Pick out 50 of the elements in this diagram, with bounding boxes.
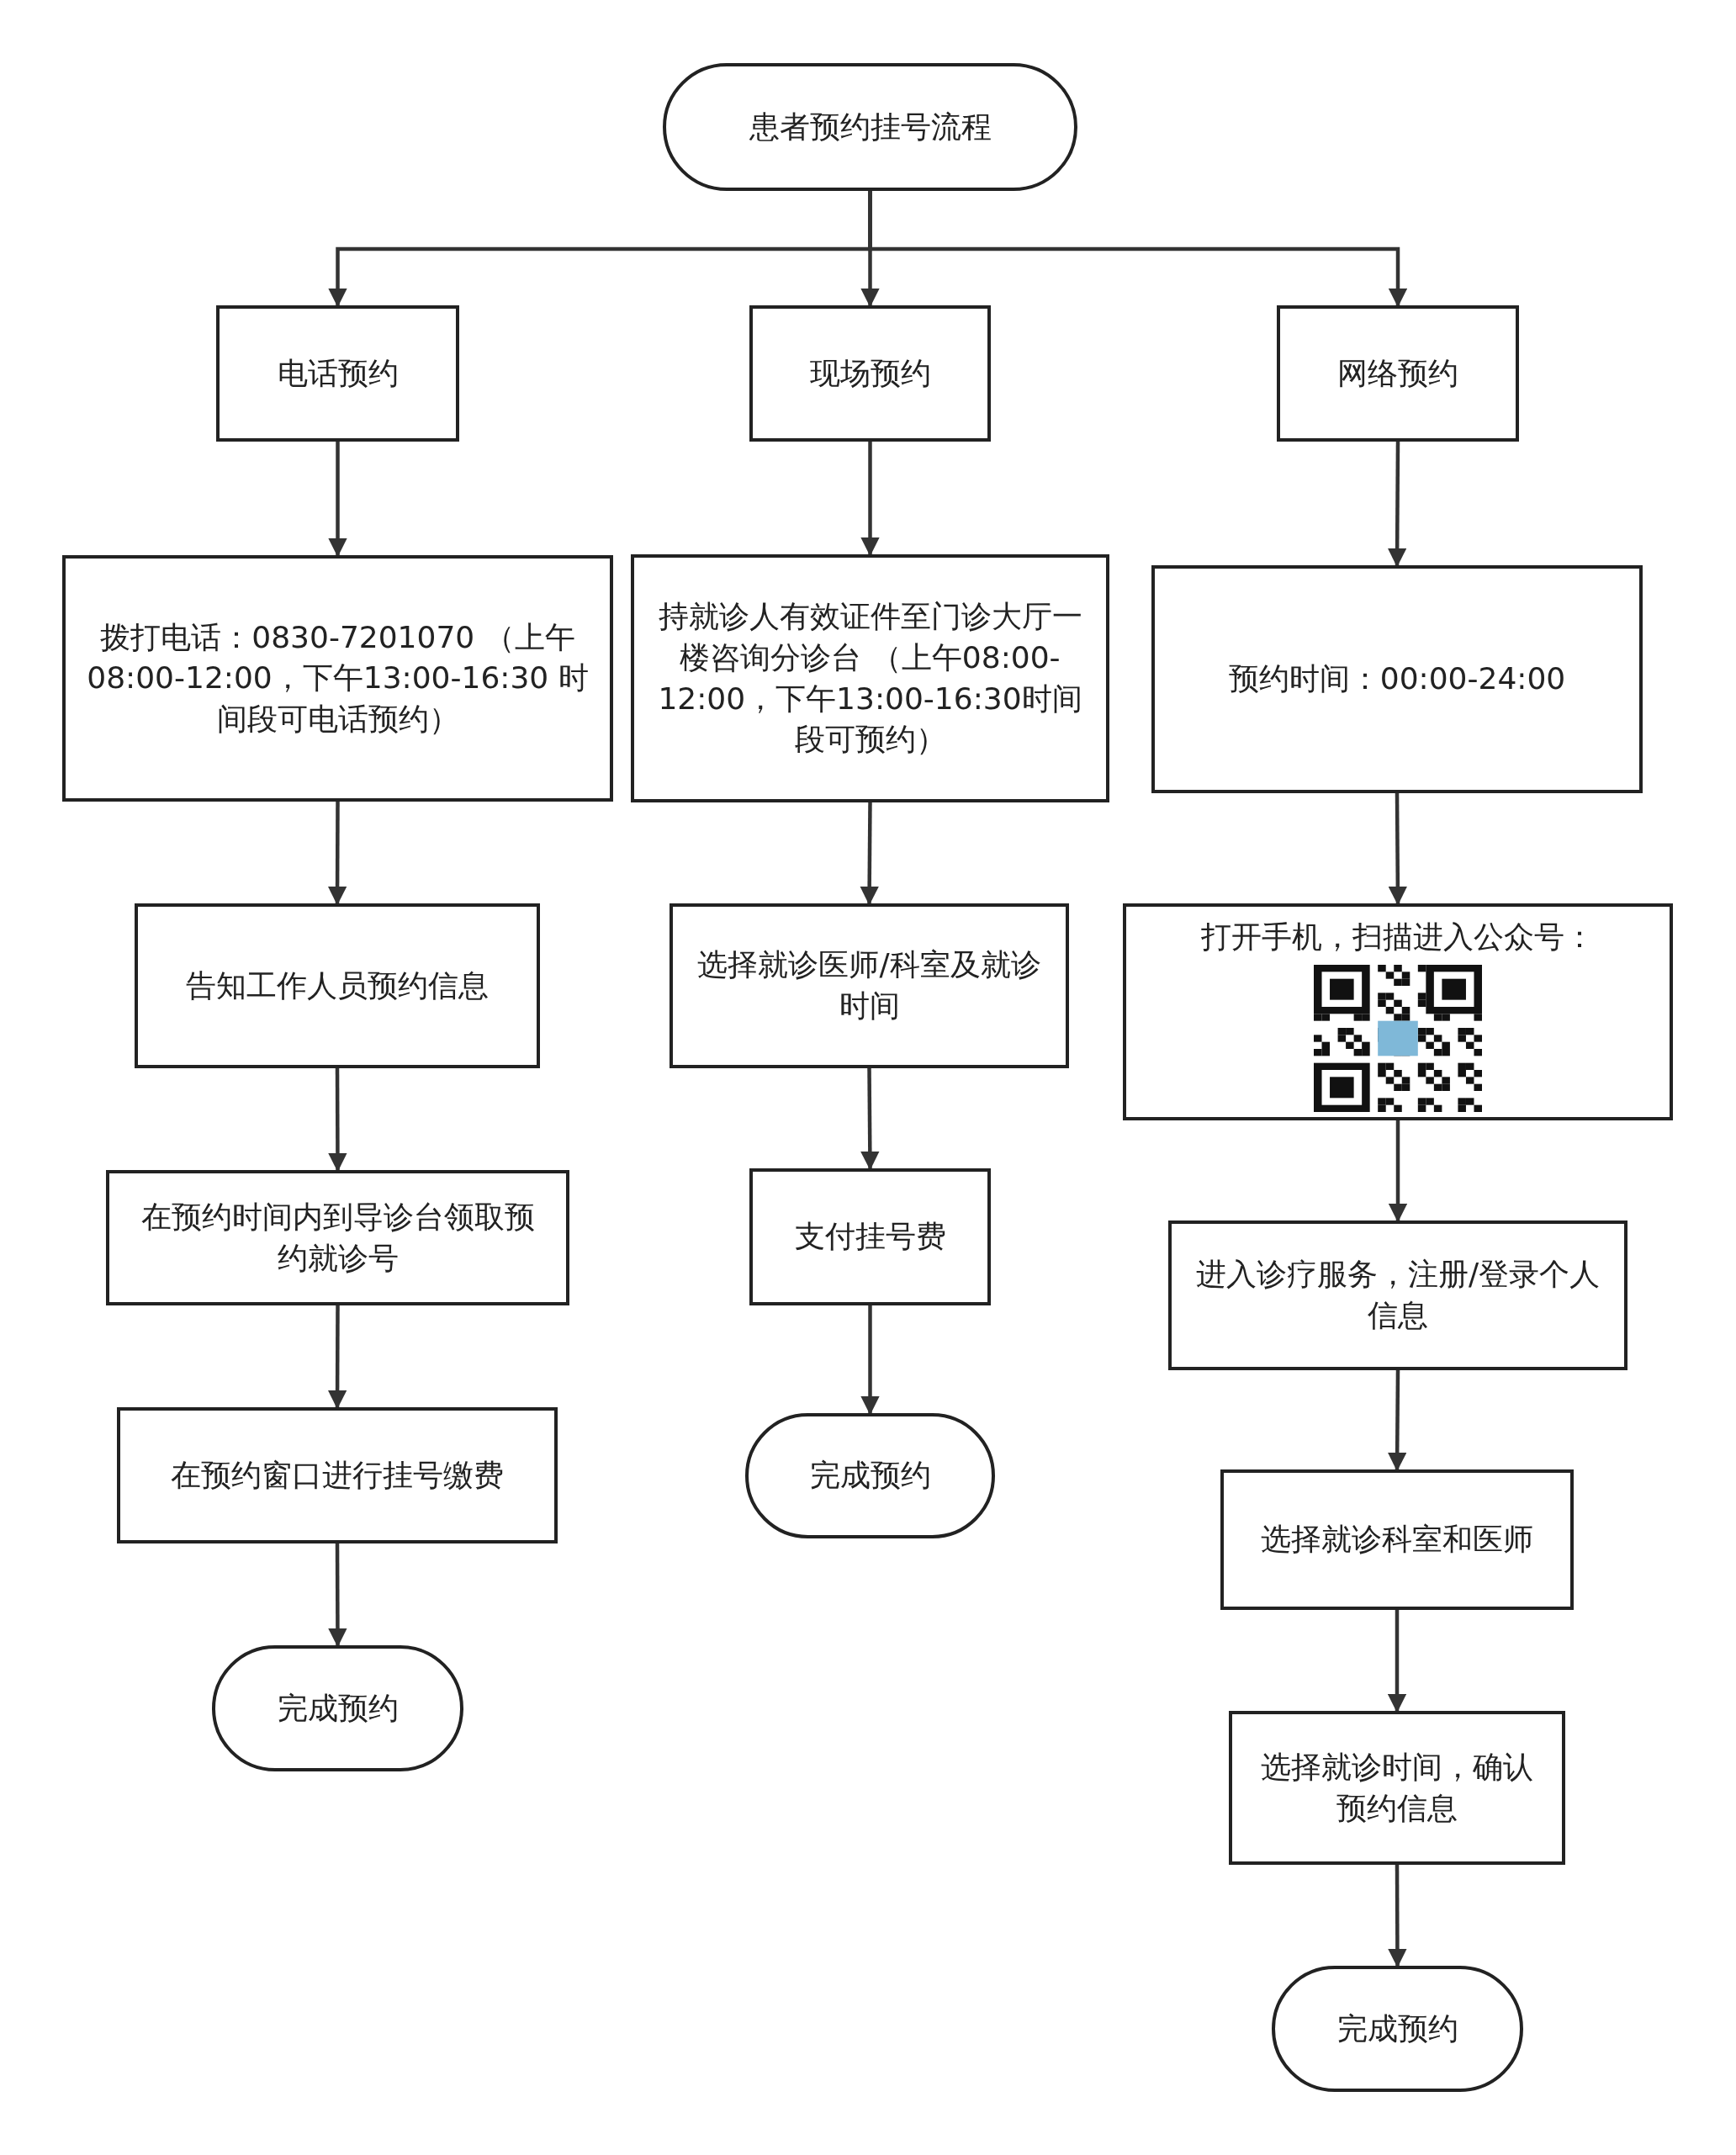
node-text: 选择就诊时间，确认预约信息 — [1260, 1748, 1534, 1827]
arrow — [328, 442, 347, 558]
arrow — [860, 1067, 880, 1171]
node-text: 进入诊疗服务，注册/登录个人信息 — [1194, 1256, 1601, 1334]
arrow — [1388, 1120, 1408, 1223]
node-text: 拨打电话：0830-7201070 （上午08:00-12:00，下午13:00-16:30 时间段可电话预约） — [86, 618, 590, 738]
process-box — [670, 903, 1069, 1068]
node-text: 电话预约 — [277, 354, 399, 392]
process-box — [749, 305, 991, 442]
process-box — [216, 305, 459, 442]
process-box — [117, 1407, 558, 1543]
arrow — [1387, 1370, 1407, 1472]
node-text: 在预约窗口进行挂号缴费 — [171, 1456, 504, 1494]
node-text: 预约时间：00:00-24:00 — [1228, 660, 1566, 698]
arrow — [1388, 793, 1408, 906]
node-text: 支付挂号费 — [794, 1218, 946, 1256]
arrow — [860, 1305, 880, 1416]
arrow — [328, 1543, 347, 1648]
arrow — [327, 1305, 347, 1410]
process-box — [1277, 305, 1519, 442]
arrow — [860, 442, 880, 557]
arrow — [1387, 442, 1407, 568]
node-text: 选择就诊医师/科室及就诊时间 — [696, 946, 1042, 1025]
node-text: 在预约时间内到导诊台领取预约就诊号 — [140, 1198, 536, 1277]
arrow — [868, 191, 1408, 308]
arrow — [327, 802, 347, 906]
node-text: 完成预约 — [277, 1689, 399, 1727]
arrow — [328, 1068, 347, 1173]
node-text: 现场预约 — [809, 354, 931, 392]
process-box — [135, 903, 540, 1068]
process-box — [1123, 903, 1673, 1120]
node-text: 患者预约挂号流程 — [749, 108, 992, 146]
arrow — [1387, 1610, 1407, 1713]
process-box — [749, 1168, 991, 1305]
node-text: 持就诊人有效证件至门诊大厅一楼咨询分诊台 （上午08:00-12:00，下午13:00-16:30时间段可预约） — [657, 598, 1083, 759]
arrow — [1388, 1865, 1407, 1968]
process-box — [106, 1170, 569, 1305]
process-box — [1151, 565, 1643, 793]
arrow — [860, 802, 879, 906]
process-box — [1229, 1711, 1565, 1865]
node-text: 告知工作人员预约信息 — [186, 966, 489, 1004]
node-text: 完成预约 — [809, 1457, 931, 1495]
node-text: 完成预约 — [1336, 2009, 1458, 2047]
process-box — [1168, 1220, 1628, 1370]
process-box — [62, 555, 613, 802]
node-text: 选择就诊科室和医师 — [1261, 1521, 1533, 1559]
process-box — [631, 554, 1109, 802]
node-text: 打开手机，扫描进入公众号： — [1201, 919, 1595, 956]
process-box — [1220, 1469, 1574, 1610]
node-text: 网络预约 — [1337, 354, 1458, 392]
